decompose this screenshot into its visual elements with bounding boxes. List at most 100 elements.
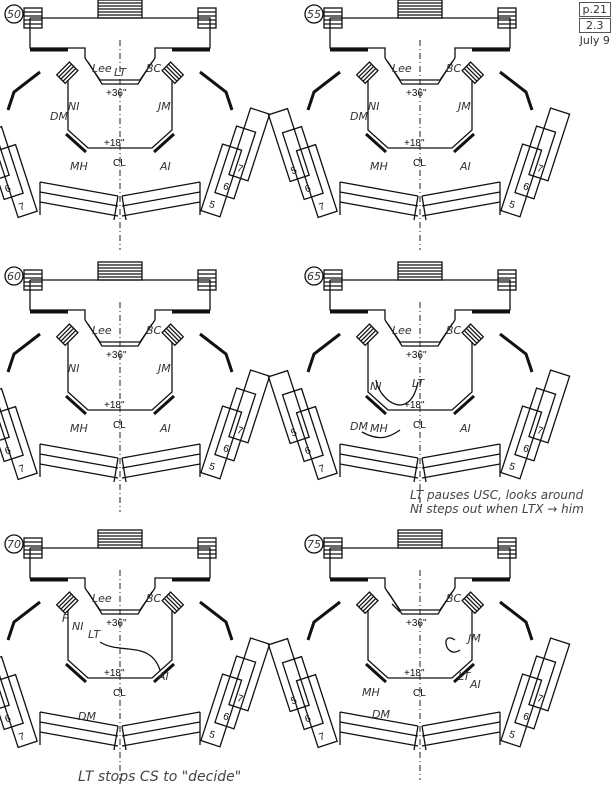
character-bc: BC [446, 592, 462, 605]
bleacher-row [339, 463, 419, 479]
stage-step [64, 662, 88, 684]
left-seating-bank: 5 [267, 107, 310, 183]
seat-block [514, 387, 557, 462]
stage-step [64, 132, 88, 154]
right-seating-bank: 7 [528, 107, 571, 182]
right-wall [199, 332, 234, 373]
stage-step [364, 662, 388, 684]
bleacher-edge [39, 182, 201, 221]
left-seating-bank: 7 [0, 405, 38, 481]
date-note: July 9 [579, 34, 610, 47]
movement-arrow [99, 641, 161, 671]
upper-platform [329, 279, 511, 320]
step-tread [168, 63, 182, 78]
left-wall [306, 600, 341, 641]
character-mh: MH [362, 686, 380, 699]
seat-section-number: 5 [508, 729, 517, 741]
character-mh: MH [370, 422, 388, 435]
right-seating-bank: 5 [200, 143, 243, 218]
character-ni: NI [68, 362, 79, 375]
panel-number-circle [304, 534, 324, 554]
right-corner-steps [461, 591, 485, 615]
panel-number-circle [304, 266, 324, 286]
seat-block [200, 143, 243, 218]
platform-bottom-height: +18" [104, 138, 125, 149]
step-outline [355, 323, 379, 347]
right-seating-bank: 7 [528, 369, 571, 444]
step-tread [60, 327, 75, 342]
upper-platform [29, 279, 211, 320]
character-lee: Lee [392, 324, 412, 337]
right-seating-bank: 6 [514, 655, 557, 730]
character-jm: JM [156, 362, 171, 375]
seat-section-number: 7 [536, 425, 545, 437]
step-tread [358, 63, 372, 78]
character-ai: AI [159, 160, 171, 173]
right-seating-bank: 5 [500, 143, 543, 218]
seat-section-number: 6 [4, 183, 13, 195]
right-seating-bank: 7 [228, 369, 271, 444]
corner-steps [161, 323, 185, 347]
step-tread [465, 595, 480, 610]
seat-section-number: 6 [222, 711, 231, 723]
step-tread [165, 595, 180, 610]
character-dm: DM [50, 110, 68, 123]
step-tread [62, 68, 77, 82]
platform-top-height: +36" [406, 88, 427, 99]
seat-block [500, 405, 543, 480]
right-seating-bank: 5 [500, 673, 543, 748]
bleacher-edge [339, 182, 501, 221]
platform-bottom-height: +18" [404, 138, 425, 149]
bleacher-row [39, 443, 119, 459]
step-tread [60, 65, 75, 80]
character-ai: AI [159, 422, 171, 435]
step-tread [62, 330, 77, 344]
panel-number: 65 [307, 270, 321, 283]
seat-block [267, 637, 310, 713]
stage-step [452, 394, 476, 416]
seat-block [200, 673, 243, 748]
seat-section-number: 7 [536, 163, 545, 175]
bleacher-row [39, 201, 119, 217]
character-bc: BC [146, 324, 162, 337]
character-dm: DM [78, 710, 96, 723]
centerline-label: CL [113, 158, 126, 169]
seat-section-number: 5 [208, 199, 217, 211]
seat-block [295, 405, 338, 481]
upper-platform [329, 17, 511, 58]
right-steps [197, 269, 217, 291]
bleacher-row [339, 453, 419, 469]
bleacher-row [121, 201, 201, 217]
left-wall [306, 70, 341, 111]
character-jm: JM [456, 100, 471, 113]
seat-block [295, 143, 338, 219]
platform-top-height: +36" [406, 618, 427, 629]
seat-section-number: 5 [290, 165, 299, 177]
right-seating-bank: 7 [228, 107, 271, 182]
right-seating-bank: 6 [514, 387, 557, 462]
bleacher-edge [339, 712, 501, 751]
bleacher-row [339, 181, 419, 197]
bleacher-row [121, 191, 201, 207]
platform-bottom-height: +18" [404, 668, 425, 679]
corner-steps [461, 323, 485, 347]
right-corner-steps [461, 61, 485, 85]
right-wall [499, 600, 534, 641]
character-mh: MH [70, 422, 88, 435]
step-tread [58, 325, 72, 340]
seat-section-number: 5 [508, 461, 517, 473]
right-corner-steps [161, 323, 185, 347]
left-seating-bank: 7 [0, 673, 38, 749]
seat-section-number: 7 [318, 731, 327, 743]
centerline-label: CL [113, 420, 126, 431]
right-seating-bank: 5 [500, 405, 543, 480]
bleacher-row [121, 463, 201, 479]
step-tread [165, 327, 180, 342]
movement-arrow [391, 603, 401, 613]
right-corner-steps [461, 323, 485, 347]
downstage-bleachers [39, 443, 201, 483]
stage-step [64, 394, 88, 416]
